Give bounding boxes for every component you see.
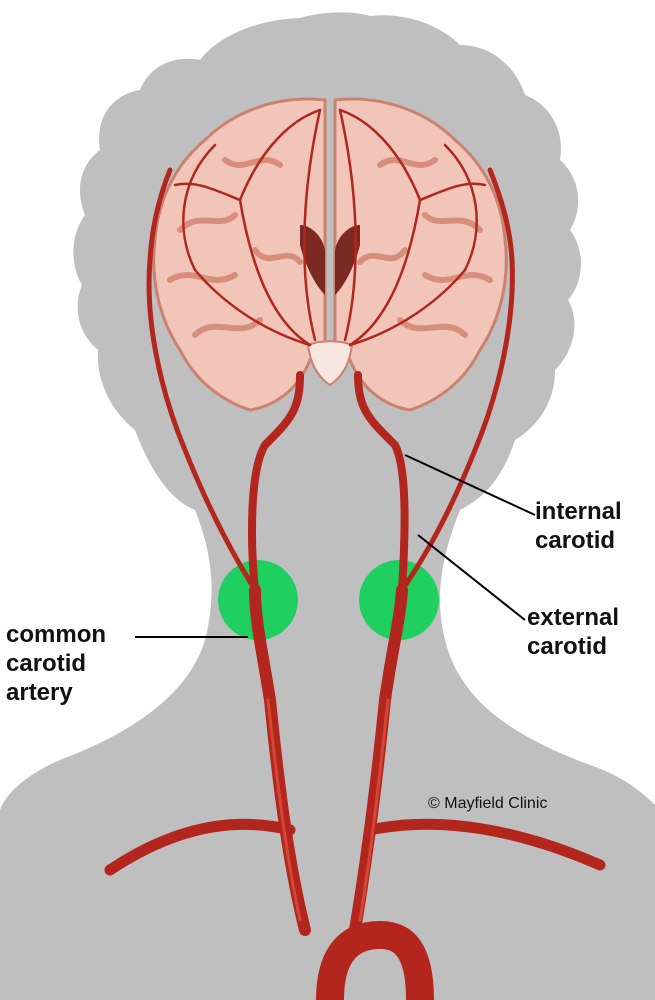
external-carotid-leader [417, 534, 526, 621]
external-carotid-label-line2: carotid [527, 633, 608, 660]
copyright-credit: © Mayfield Clinic [428, 795, 548, 812]
common-carotid-label-line1: common [6, 621, 107, 648]
common-carotid-label-line2: carotid [6, 650, 87, 677]
common-carotid-label-line3: artery [6, 679, 73, 706]
internal-carotid-leader [404, 454, 536, 516]
cerebral-arteries [173, 108, 487, 347]
external-carotid-label: external carotid [527, 603, 619, 661]
brain [152, 97, 508, 412]
internal-carotid-label: internal carotid [535, 497, 622, 555]
common-carotid-label: common carotid artery [6, 620, 106, 707]
internal-carotid-label-line2: carotid [535, 527, 616, 554]
leader-lines [135, 454, 536, 638]
external-carotid-label-line1: external [527, 604, 620, 631]
carotid-arteries [104, 167, 606, 1000]
internal-carotid-label-line1: internal [535, 498, 622, 525]
